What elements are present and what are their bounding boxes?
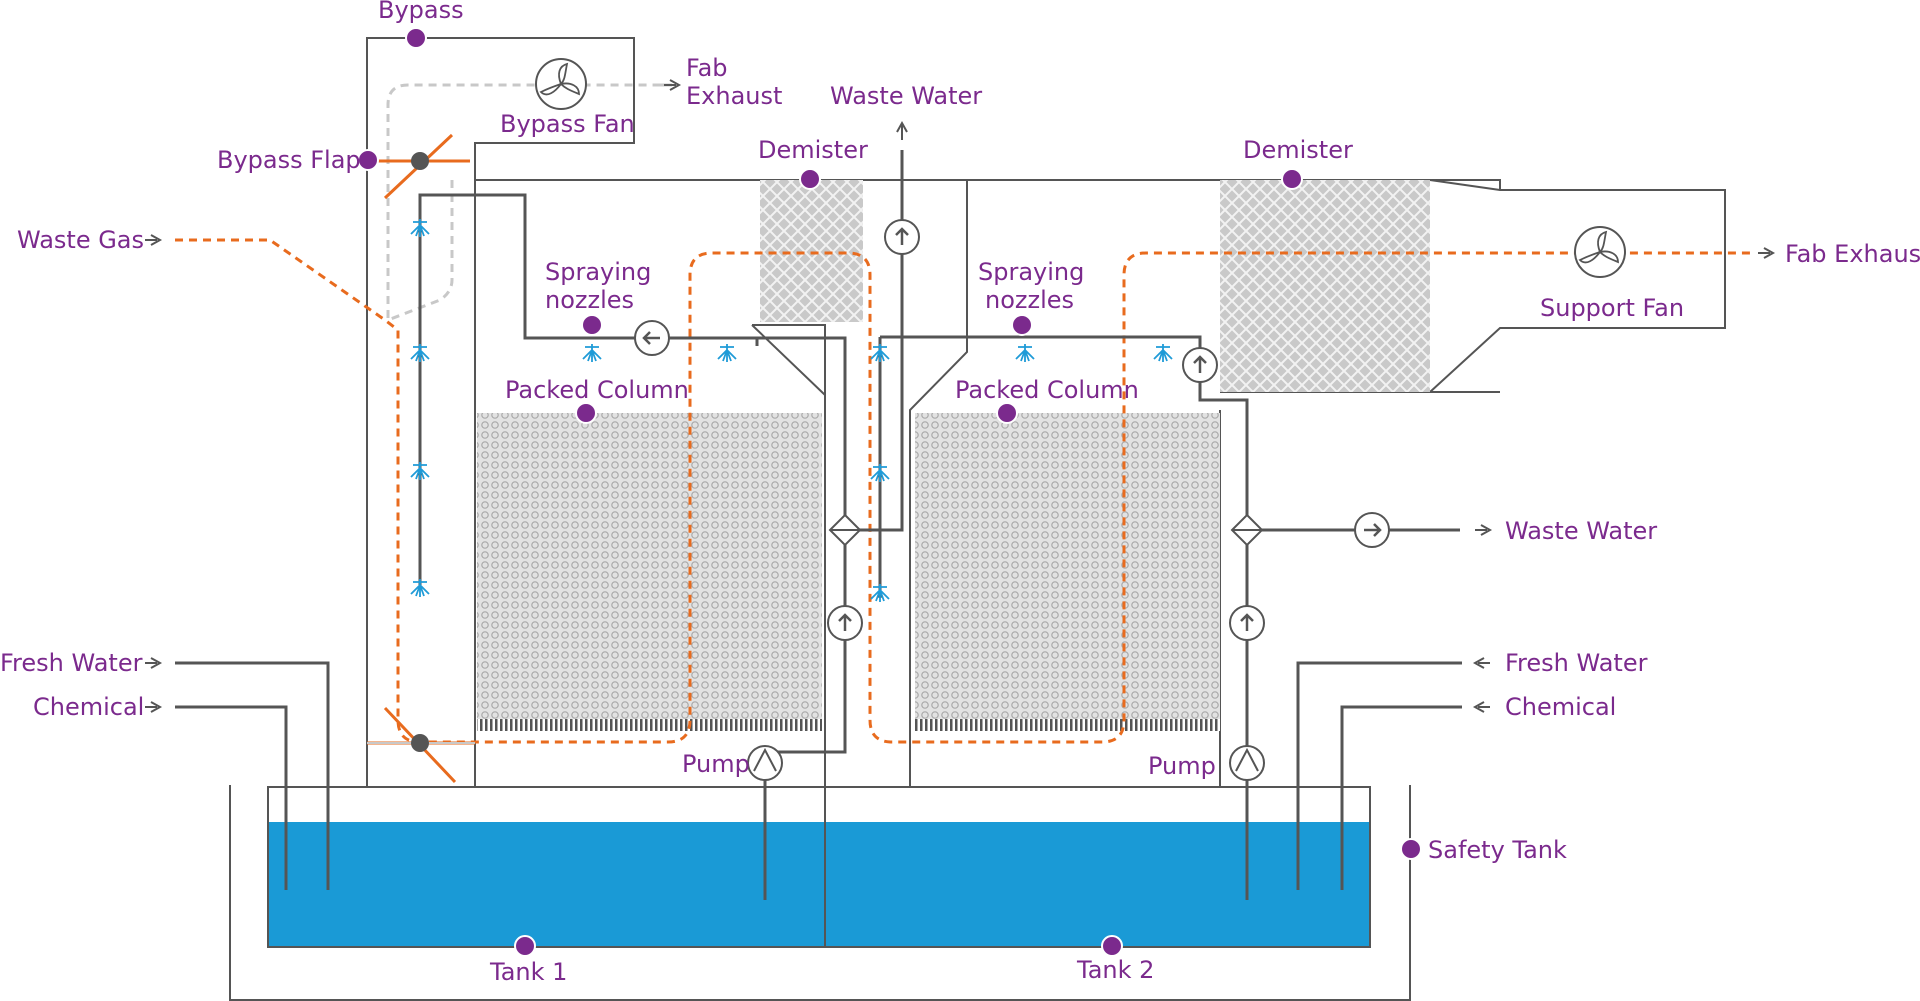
pump-icon: [747, 745, 1265, 781]
label-spraying-1b: nozzles: [545, 286, 634, 314]
scrubber-housing: [474, 143, 1501, 787]
label-pump-1: Pump: [682, 750, 750, 778]
fresh-water-right-pipe: [1296, 661, 1462, 890]
label-spraying-1a: Spraying: [545, 258, 651, 286]
label-packed-column-1: Packed Column: [505, 376, 689, 404]
label-support-fan: Support Fan: [1540, 294, 1684, 322]
tank-walls: [267, 786, 1371, 948]
label-waste-water-right: Waste Water: [1505, 517, 1657, 545]
label-demister-1: Demister: [758, 136, 868, 164]
label-waste-gas: Waste Gas: [17, 226, 144, 254]
packed-column-1-bed: [477, 413, 822, 719]
demister-1-mesh: [760, 180, 863, 322]
flap-pivot-bottom: [411, 734, 429, 752]
bypass-fan-icon: [535, 58, 587, 110]
chemical-left-pipe: [175, 705, 288, 890]
grate-1: [477, 719, 822, 731]
water-tank-2: [825, 822, 1370, 947]
flow-direction-arrow-icon: [145, 79, 1776, 713]
label-demister-2: Demister: [1243, 136, 1353, 164]
label-fresh-water-left: Fresh Water: [0, 649, 143, 677]
fresh-water-left-pipe: [175, 661, 330, 890]
safety-tank: [229, 785, 1411, 1001]
label-fab-exhaust-top-1: Fab: [686, 54, 728, 82]
chemical-right-pipe: [1340, 705, 1462, 890]
label-waste-water-top: Waste Water: [830, 82, 982, 110]
label-bypass-fan: Bypass Fan: [500, 110, 635, 138]
label-chemical-right: Chemical: [1505, 693, 1616, 721]
packed-column-2-bed: [915, 413, 1220, 719]
label-fresh-water-right: Fresh Water: [1505, 649, 1648, 677]
label-bypass-flap: Bypass Flap: [217, 146, 361, 174]
label-chemical-left: Chemical: [33, 693, 144, 721]
heat-exchanger-icon: [828, 513, 1264, 547]
label-packed-column-2: Packed Column: [955, 376, 1139, 404]
label-markers: [357, 27, 1422, 957]
label-pump-2: Pump: [1148, 752, 1216, 780]
label-bypass: Bypass: [378, 0, 464, 24]
demister-2-mesh: [1220, 180, 1430, 392]
label-fab-exhaust-top-2: Exhaust: [686, 82, 782, 110]
label-tank-2: Tank 2: [1076, 956, 1154, 984]
label-spraying-2b: nozzles: [985, 286, 1074, 314]
left-pump-line: [763, 741, 847, 900]
bypass-flow: [386, 83, 660, 323]
flap-pivot-top: [411, 152, 429, 170]
outlet-duct: [1429, 179, 1726, 393]
support-fan-icon: [1574, 226, 1626, 278]
flow-arrow-icon: [634, 219, 1390, 641]
grate-2: [915, 719, 1220, 731]
spray-riser-left: [418, 193, 847, 741]
water-tank-1: [268, 822, 825, 947]
label-fab-exhaust-right: Fab Exhaust: [1785, 240, 1920, 268]
label-spraying-2a: Spraying: [978, 258, 1084, 286]
label-tank-1: Tank 1: [489, 958, 567, 986]
label-safety-tank: Safety Tank: [1428, 836, 1567, 864]
